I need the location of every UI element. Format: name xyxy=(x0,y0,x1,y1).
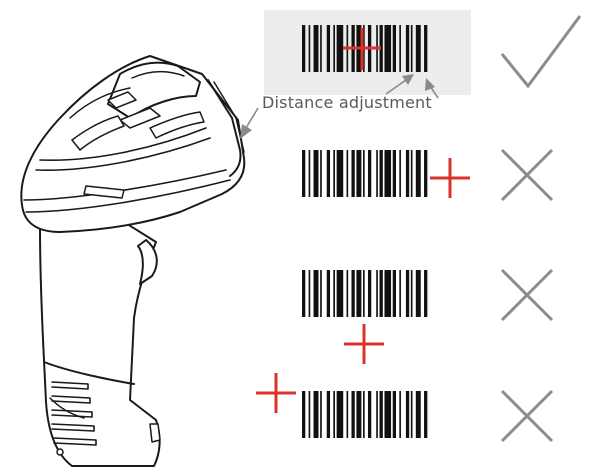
aim-crosshair-icon xyxy=(343,28,381,70)
barcode-bar xyxy=(392,25,397,72)
barcode-bar xyxy=(367,391,372,438)
barcode-bar xyxy=(424,391,428,438)
barcode-bar xyxy=(302,270,306,317)
barcode-bar xyxy=(351,150,355,197)
barcode-bar xyxy=(346,391,349,438)
barcode-bar xyxy=(336,150,344,197)
barcode-bar xyxy=(313,25,319,72)
barcode-bar xyxy=(351,391,355,438)
barcode-bar xyxy=(399,391,401,438)
barcode-bar xyxy=(367,270,372,317)
barcode-bar xyxy=(424,25,428,72)
barcode-bar xyxy=(376,150,378,197)
cross-icon xyxy=(500,268,554,322)
barcode-bar xyxy=(399,25,401,72)
barcode-bar xyxy=(379,25,383,72)
barcode-bar xyxy=(333,150,335,197)
barcode-bar xyxy=(424,270,428,317)
barcode-bar xyxy=(346,150,349,197)
barcode-bar xyxy=(384,391,392,438)
barcode-bar xyxy=(320,25,322,72)
barcode-4 xyxy=(302,391,428,438)
aim-crosshair-icon xyxy=(256,373,296,413)
distance-adjustment-label: Distance adjustment xyxy=(262,93,432,112)
barcode-bar xyxy=(405,391,410,438)
barcode-bar xyxy=(333,25,335,72)
barcode-bar xyxy=(379,270,383,317)
barcode-bar xyxy=(405,150,410,197)
barcode-bar xyxy=(392,150,397,197)
barcode-bar xyxy=(405,25,410,72)
barcode-bar xyxy=(313,270,319,317)
barcode-bar xyxy=(336,270,344,317)
barcode-bar xyxy=(384,150,392,197)
barcode-bar xyxy=(302,150,306,197)
barcode-bar xyxy=(308,25,311,72)
barcode-bar xyxy=(320,270,322,317)
distance-arrows xyxy=(240,74,439,139)
barcode-bar xyxy=(326,391,331,438)
barcode-bar xyxy=(308,150,311,197)
barcode-row-2 xyxy=(302,148,554,202)
cross-icon xyxy=(500,389,554,443)
barcode-2 xyxy=(302,150,428,197)
barcode-bar xyxy=(320,391,322,438)
barcode-bar xyxy=(410,270,413,317)
barcode-bar xyxy=(363,150,365,197)
barcode-bar xyxy=(384,270,392,317)
barcode-bar xyxy=(308,270,311,317)
barcode-bar xyxy=(399,150,401,197)
barcode-row-4 xyxy=(256,373,554,443)
barcode-bar xyxy=(363,270,365,317)
barcode-bar xyxy=(392,391,397,438)
barcode-bar xyxy=(302,391,306,438)
aim-crosshair-icon xyxy=(344,324,384,364)
barcode-3 xyxy=(302,270,428,317)
barcode-bar xyxy=(320,150,322,197)
barcode-bar xyxy=(376,391,378,438)
barcode-bar xyxy=(415,25,421,72)
barcode-bar xyxy=(302,25,306,72)
barcode-bar xyxy=(326,150,331,197)
barcode-bar xyxy=(410,391,413,438)
barcode-bar xyxy=(379,391,383,438)
barcode-bar xyxy=(399,270,401,317)
check-mark-icon xyxy=(500,15,582,89)
barcode-bar xyxy=(333,270,335,317)
barcode-bar xyxy=(326,270,331,317)
barcode-row-1 xyxy=(264,10,582,95)
highlight-box xyxy=(264,10,471,95)
barcode-bar xyxy=(336,25,344,72)
barcode-bar xyxy=(424,150,428,197)
barcode-bar xyxy=(363,391,365,438)
barcode-bar xyxy=(336,391,344,438)
barcode-bar xyxy=(415,150,421,197)
aim-crosshair-icon xyxy=(430,158,470,198)
barcode-bar xyxy=(346,270,349,317)
barcode-bar xyxy=(367,150,372,197)
barcode-bar xyxy=(405,270,410,317)
barcode-bar xyxy=(308,391,311,438)
barcode-row-3 xyxy=(302,268,554,364)
barcode-scanner-icon xyxy=(20,55,246,467)
barcode-bar xyxy=(356,270,362,317)
barcode-bar xyxy=(379,150,383,197)
barcode-bar xyxy=(333,391,335,438)
barcode-bar xyxy=(415,270,421,317)
barcode-bar xyxy=(351,270,355,317)
barcode-bar xyxy=(376,270,378,317)
cross-icon xyxy=(500,148,554,202)
barcode-bar xyxy=(326,25,331,72)
barcode-bar xyxy=(410,25,413,72)
barcode-bar xyxy=(313,150,319,197)
barcode-bar xyxy=(415,391,421,438)
barcode-bar xyxy=(410,150,413,197)
barcode-bar xyxy=(356,150,362,197)
barcode-bar xyxy=(392,270,397,317)
barcode-bar xyxy=(384,25,392,72)
barcode-bar xyxy=(356,391,362,438)
barcode-bar xyxy=(313,391,319,438)
